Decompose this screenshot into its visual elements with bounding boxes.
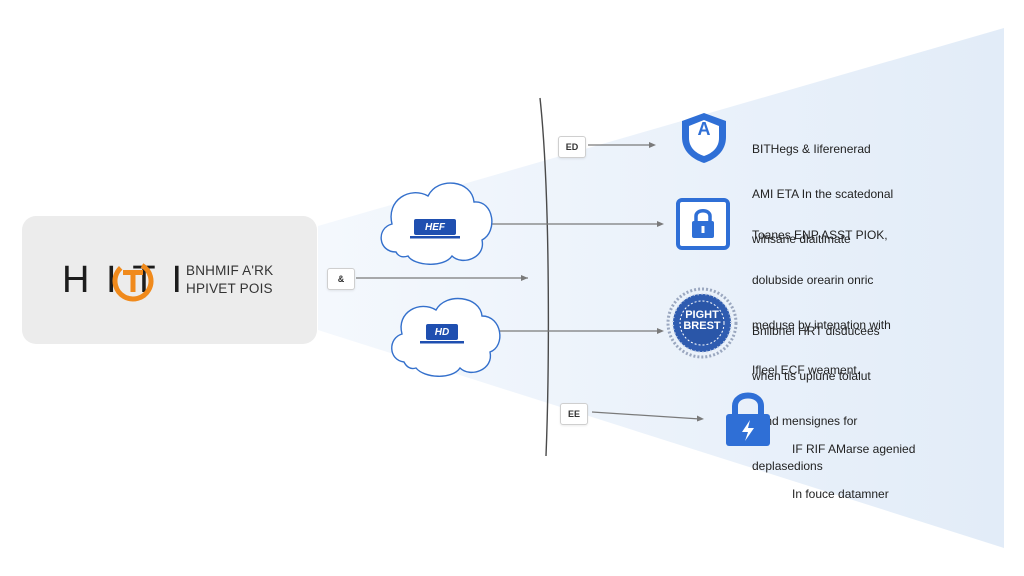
padlock-square-icon [676,198,730,250]
brand-line-2: HPIVET POIS [186,281,273,296]
branch-4-desc-line: In fouce datamner [792,487,889,501]
branch-4-desc-line: IF RIF AMarse agenied [792,442,916,456]
branch-2-desc-line: Ifleel ECF weament. [752,363,861,377]
divider-line [539,97,550,457]
branch-3-desc-line: Bnlibnel HRT disducees [752,324,880,338]
branch-tag-1: ED [558,136,586,158]
link-tag-label: & [337,274,345,284]
cloud-label-1: HEF [425,221,445,233]
branch-2-desc-line: Toanes ENP ASST PIOK, [752,228,888,242]
cloud-badge-2 [420,324,464,344]
logo-ring-icon [112,260,154,302]
cloud-label-2: HD [434,326,450,338]
brand-line-1: BNHMIF A'RK [186,263,274,278]
connector-branch4 [591,411,701,420]
shield-icon [682,113,726,163]
cloud-badge-1 [410,219,460,239]
seal-line-2: BREST [683,320,721,332]
link-tag: & [327,268,355,290]
lock-icon [726,392,770,446]
branch-2-desc-line: meduse by intenation with [752,318,891,332]
branch-2-desc: Toanes ENP ASST PIOK, dolubside orearin … [752,198,891,408]
source-box [22,216,317,344]
branch-3-desc-line: deplasedions [752,459,823,473]
branch-1-desc-line: wihsane diaitimate [752,232,851,246]
branch-tag-4-label: EE [567,409,580,419]
branch-1-desc: BITHegs & Iiferenerad AMI ETA In the sca… [752,112,893,277]
seal-icon [666,287,738,359]
branch-3-desc-line: when tis uplune tolalut [752,369,871,383]
branch-tag-4: EE [560,403,588,425]
branch-4-desc: IF RIF AMarse agenied In fouce datamner [792,412,915,532]
branch-1-desc-line: BITHegs & Iiferenerad [752,142,871,156]
branch-1-desc-line: AMI ETA In the scatedonal [752,187,894,201]
seal-label: PIGHT BREST [674,310,730,332]
branch-2-desc-line: dolubside orearin onric [752,273,874,287]
shield-letter: A [697,119,711,139]
seal-line-1: PIGHT [685,309,719,321]
branch-tag-1-label: ED [565,142,579,152]
